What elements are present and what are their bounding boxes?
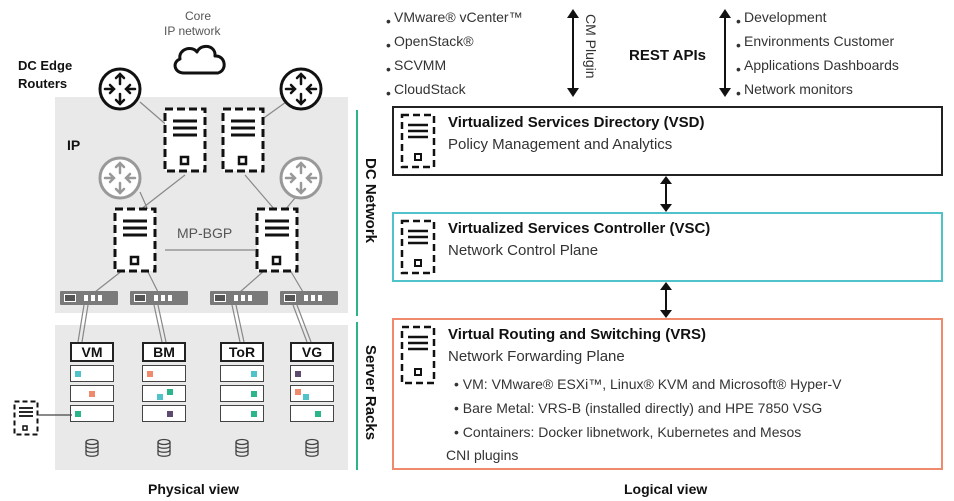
- edge-router-icon: [279, 67, 323, 111]
- vrs-server-icon: [400, 325, 436, 385]
- server-racks-label: Server Racks: [362, 345, 379, 441]
- switch-icon: [280, 291, 338, 305]
- physical-links: [77, 101, 312, 343]
- vsc-server-icon: [255, 207, 299, 273]
- physical-view-footer: Physical view: [148, 481, 240, 497]
- cm-item: VMware® vCenter™: [394, 9, 523, 25]
- vsc-server-icon: [113, 207, 157, 273]
- vsd-server-icon: [400, 113, 436, 169]
- rack-slot: [220, 405, 264, 422]
- rack-label: VG: [290, 342, 334, 362]
- cm-item: CloudStack: [394, 81, 466, 97]
- vsc-server-icon: [400, 219, 436, 275]
- vsc-subtitle: Network Control Plane: [448, 242, 599, 259]
- rack-label: ToR: [220, 342, 264, 362]
- rack-label: VM: [70, 342, 114, 362]
- vsc-box: Virtualized Services Controller (VSC) Ne…: [392, 212, 943, 282]
- vsd-server-icon: [163, 107, 207, 173]
- core-label-2: IP network: [164, 24, 221, 38]
- ip-label: IP: [67, 137, 81, 153]
- rest-item: Applications Dashboards: [744, 57, 899, 73]
- rack-slot: [142, 405, 186, 422]
- vrs-bullet: • VM: VMware® ESXi™, Linux® KVM and Micr…: [454, 376, 842, 392]
- vrs-box: Virtual Routing and Switching (VRS) Netw…: [392, 318, 943, 470]
- ip-router-icon: [279, 156, 323, 200]
- vrs-bullet: • Containers: Docker libnetwork, Kuberne…: [454, 424, 802, 440]
- vsd-vsc-arrow-icon: [660, 176, 672, 212]
- cm-item: OpenStack®: [394, 33, 474, 49]
- database-icon: [157, 438, 171, 457]
- rest-apis-label: REST APIs: [629, 47, 706, 64]
- rack-slot: [220, 365, 264, 382]
- ip-router-icon: [98, 156, 142, 200]
- vrs-title: Virtual Routing and Switching (VRS): [448, 326, 707, 343]
- rack-slot: [220, 385, 264, 402]
- edge-label-1: DC Edge: [18, 58, 73, 73]
- edge-label-2: Routers: [18, 76, 68, 91]
- logical-view-footer: Logical view: [624, 481, 708, 497]
- core-label-1: Core: [185, 9, 212, 23]
- rest-double-arrow-icon: [719, 9, 731, 97]
- vsd-box: Virtualized Services Directory (VSD) Pol…: [392, 106, 943, 176]
- database-icon: [305, 438, 319, 457]
- dc-network-bar: [356, 110, 358, 316]
- rack-slot: [70, 385, 114, 402]
- cm-bullets: ••••: [386, 13, 391, 101]
- vsd-title: Virtualized Services Directory (VSD): [448, 114, 705, 131]
- rest-item: Network monitors: [744, 81, 853, 97]
- vsc-title: Virtualized Services Controller (VSC): [448, 220, 711, 237]
- switch-icon: [60, 291, 118, 305]
- rest-item: Environments Customer: [744, 33, 895, 49]
- switch-icon: [130, 291, 188, 305]
- vsd-server-icon: [221, 107, 265, 173]
- vsd-subtitle: Policy Management and Analytics: [448, 136, 673, 153]
- rack-slot: [70, 365, 114, 382]
- cm-plugin-label: CM Plugin: [583, 14, 599, 79]
- switch-icon: [210, 291, 268, 305]
- rack-vg: VG: [290, 342, 334, 422]
- vrs-bullet: CNI plugins: [446, 447, 519, 463]
- rack-slot: [142, 365, 186, 382]
- database-icon: [235, 438, 249, 457]
- vsc-vrs-arrow-icon: [660, 282, 672, 318]
- vrs-bullet: • Bare Metal: VRS-B (installed directly)…: [454, 400, 823, 416]
- rack-slot: [290, 385, 334, 402]
- cm-double-arrow-icon: [567, 9, 579, 97]
- server-racks-bar: [356, 322, 358, 470]
- rest-item: Development: [744, 9, 827, 25]
- vrs-subtitle: Network Forwarding Plane: [448, 348, 625, 365]
- rack-slot: [290, 365, 334, 382]
- rest-bullets: ••••: [736, 13, 741, 101]
- cloud-icon: [173, 44, 226, 75]
- rack-slot: [290, 405, 334, 422]
- vrs-server-icon: [13, 400, 39, 436]
- vrs-link: [38, 414, 72, 416]
- rack-slot: [142, 385, 186, 402]
- dc-network-label: DC Network: [362, 158, 379, 244]
- rack-slot: [70, 405, 114, 422]
- rack-bm: BM: [142, 342, 186, 422]
- edge-router-icon: [98, 67, 142, 111]
- rack-vm: VM: [70, 342, 114, 422]
- rack-tor: ToR: [220, 342, 264, 422]
- rack-label: BM: [142, 342, 186, 362]
- database-icon: [85, 438, 99, 457]
- cm-item: SCVMM: [394, 57, 447, 73]
- mpbgp-label: MP-BGP: [177, 225, 233, 241]
